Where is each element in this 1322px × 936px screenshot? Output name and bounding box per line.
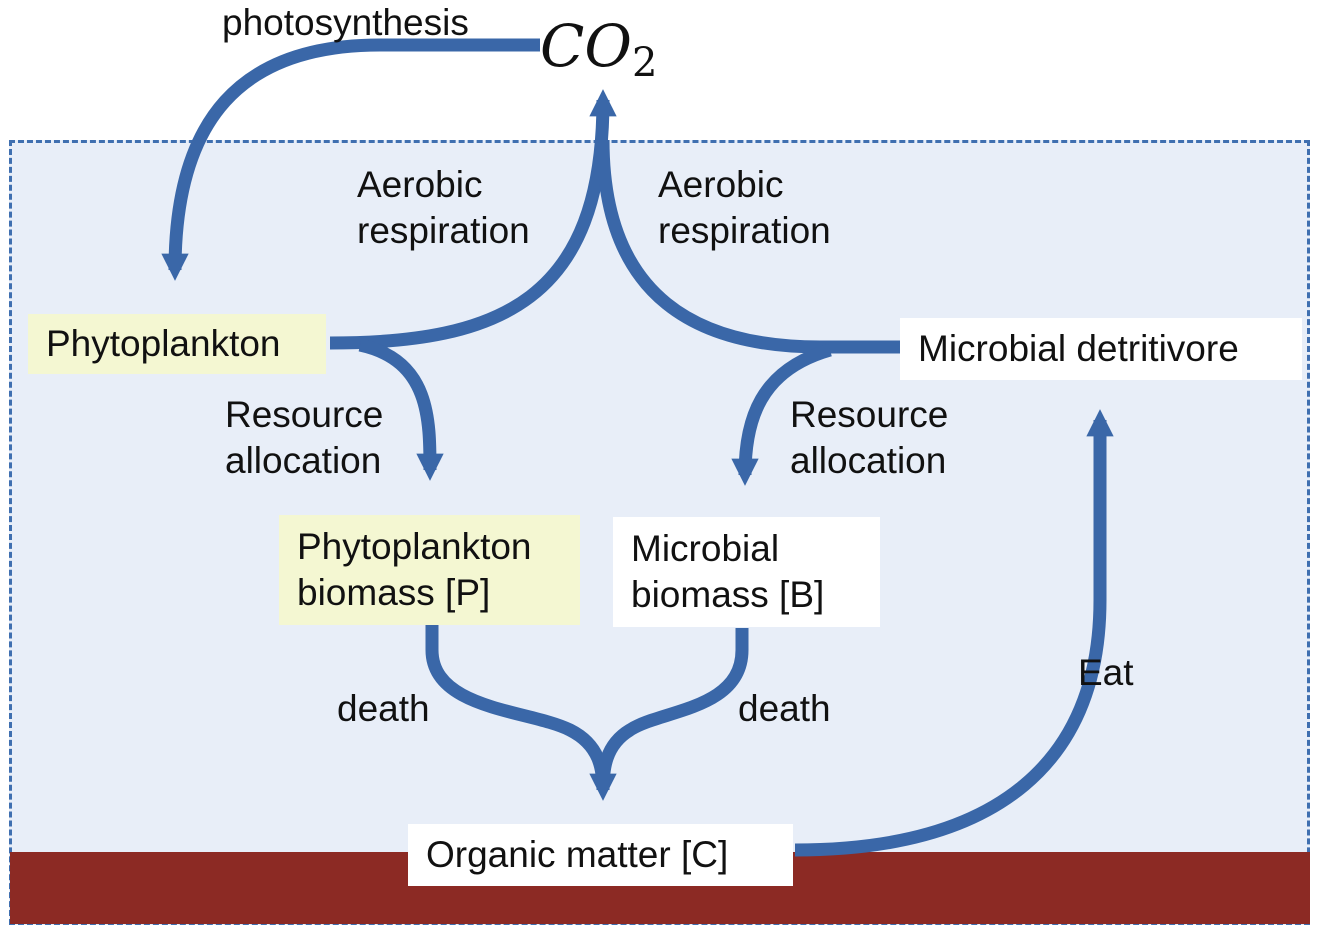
aerobic-respiration-left-arrow <box>329 89 617 350</box>
death-left-arrow <box>425 625 617 801</box>
death-right-arrow <box>596 628 749 791</box>
resource-allocation-left-arrow <box>358 338 444 481</box>
microbial-detritivore-node: Microbial detritivore <box>900 318 1302 380</box>
organic-matter-node: Organic matter [C] <box>408 824 793 886</box>
photosynthesis-label: photosynthesis <box>222 2 469 43</box>
resource-allocation-right-arrow <box>731 343 832 486</box>
eat-arrow <box>794 409 1114 857</box>
aerobic-respiration-right-arrow <box>596 139 900 354</box>
phytoplankton-node: Phytoplankton <box>28 314 326 374</box>
co2-label: CO2 <box>540 12 658 86</box>
eat-label: Eat <box>1078 652 1134 693</box>
death-right-label: death <box>738 688 831 729</box>
death-left-label: death <box>337 688 430 729</box>
photosynthesis-arrow <box>161 38 540 281</box>
